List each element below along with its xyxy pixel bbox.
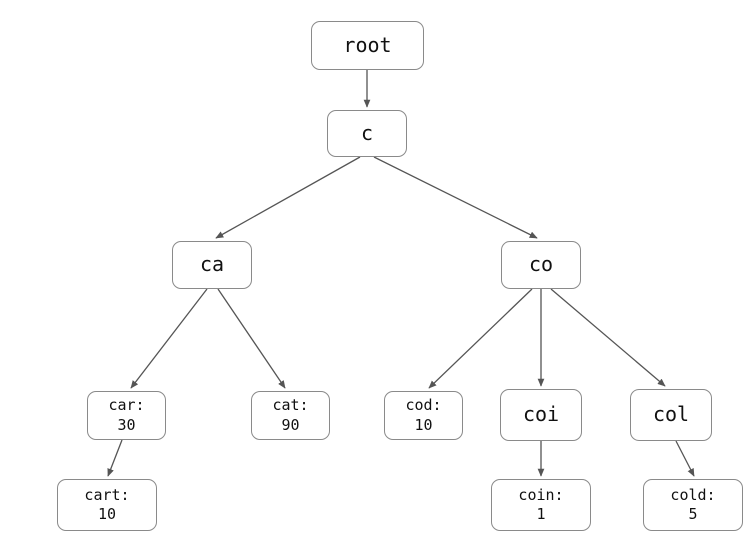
edges-group <box>107 70 695 477</box>
edge-co-to-col <box>550 288 666 387</box>
tree-node-cart[interactable]: cart:10 <box>57 479 157 531</box>
tree-node-cod-line-0: cod: <box>405 396 442 415</box>
tree-node-coin-line-1: 1 <box>536 505 546 523</box>
tree-node-cart-line-0: cart: <box>84 485 130 504</box>
tree-node-coi-line-0: coi <box>522 402 560 427</box>
tree-node-co-line-0: co <box>528 252 554 277</box>
tree-node-root[interactable]: root <box>311 21 424 70</box>
tree-node-cat-line-1: 90 <box>281 415 300 434</box>
tree-node-coi[interactable]: coi <box>500 389 582 441</box>
tree-node-coin[interactable]: coin:1 <box>491 479 591 531</box>
tree-node-cat-line-0: cat: <box>272 396 309 415</box>
tree-node-cold[interactable]: cold:5 <box>643 479 743 531</box>
edge-col-to-cold <box>675 440 695 477</box>
tree-node-car[interactable]: car:30 <box>87 391 166 440</box>
tree-node-col-line-0: col <box>652 402 690 427</box>
tree-node-ca[interactable]: ca <box>172 241 252 289</box>
tree-node-root-line-0: root <box>343 32 392 57</box>
tree-node-c[interactable]: c <box>327 110 407 157</box>
tree-node-cart-line-1: 10 <box>97 505 117 523</box>
tree-node-cod-line-1: 10 <box>414 415 433 434</box>
tree-node-cod[interactable]: cod:10 <box>384 391 463 440</box>
tree-node-col[interactable]: col <box>630 389 712 441</box>
tree-node-car-line-1: 30 <box>117 415 136 434</box>
tree-node-ca-line-0: ca <box>199 252 225 277</box>
tree-node-coin-line-0: coin: <box>518 485 564 504</box>
edge-ca-to-car <box>130 288 208 389</box>
tree-node-car-line-0: car: <box>108 396 145 415</box>
tree-node-cold-line-0: cold: <box>670 485 716 504</box>
edge-c-to-ca <box>215 156 361 239</box>
tree-node-cat[interactable]: cat:90 <box>251 391 330 440</box>
tree-node-c-line-0: c <box>360 120 374 145</box>
edge-co-to-cod <box>428 288 533 389</box>
tree-node-cold-line-1: 5 <box>688 505 698 523</box>
edge-ca-to-cat <box>217 288 286 389</box>
edge-c-to-co <box>373 156 538 239</box>
edge-car-to-cart <box>107 439 123 477</box>
tree-node-co[interactable]: co <box>501 241 581 289</box>
